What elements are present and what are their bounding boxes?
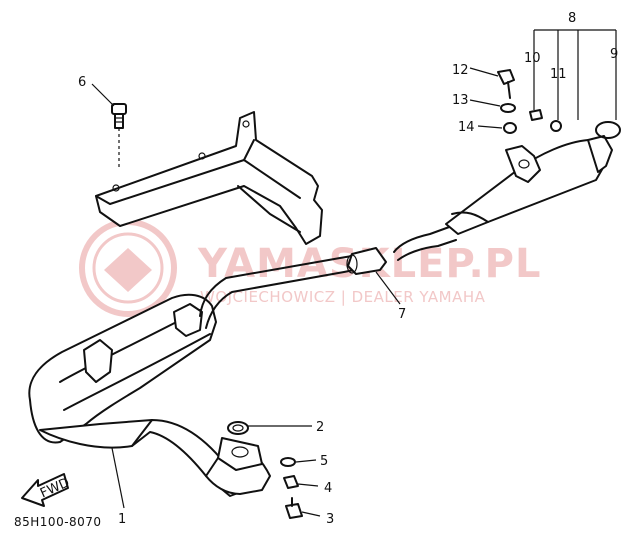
part-12-bolt	[497, 69, 515, 99]
part-13-washer	[500, 103, 516, 113]
fwd-label: FWD	[38, 475, 72, 501]
callout-5: 5	[320, 454, 328, 469]
part-9-gasket	[595, 121, 621, 139]
forward-arrow-icon: FWD	[21, 473, 72, 507]
callout-1: 1	[118, 512, 126, 527]
part-14-collar	[503, 122, 517, 134]
callout-11: 11	[550, 67, 567, 82]
callout-2: 2	[316, 420, 324, 435]
callout-4: 4	[324, 481, 332, 496]
callout-8: 8	[568, 11, 576, 26]
callout-12: 12	[452, 63, 469, 78]
callout-10: 10	[524, 51, 541, 66]
callout-labels: 1 2 3 4 5 6 7 8 9 10 11 12 13 14	[78, 11, 618, 527]
part-4-nut	[283, 475, 299, 489]
callout-13: 13	[452, 93, 469, 108]
part-6-bolt	[111, 103, 127, 170]
callout-9: 9	[610, 47, 618, 62]
part-code: 85H100-8070	[14, 515, 102, 529]
part-11-nut	[550, 120, 562, 132]
watermark-logo	[79, 219, 177, 317]
part-8-silencer	[393, 135, 613, 261]
callout-7: 7	[398, 307, 406, 322]
part-7-joint-pipe	[346, 247, 401, 305]
part-5-washer	[280, 457, 296, 467]
part-2-gasket	[227, 421, 249, 435]
callout-3: 3	[326, 512, 334, 527]
leader-lines	[91, 29, 617, 517]
callout-6: 6	[78, 75, 86, 90]
part-1-exhaust-pipe	[28, 255, 355, 509]
watermark-dealer: WOJCIECHOWICZ | DEALER YAMAHA	[200, 288, 486, 306]
muffler-bracket	[95, 111, 323, 245]
part-3-stud-bolt	[285, 497, 303, 519]
part-10-screw	[529, 109, 543, 121]
callout-14: 14	[458, 120, 475, 135]
